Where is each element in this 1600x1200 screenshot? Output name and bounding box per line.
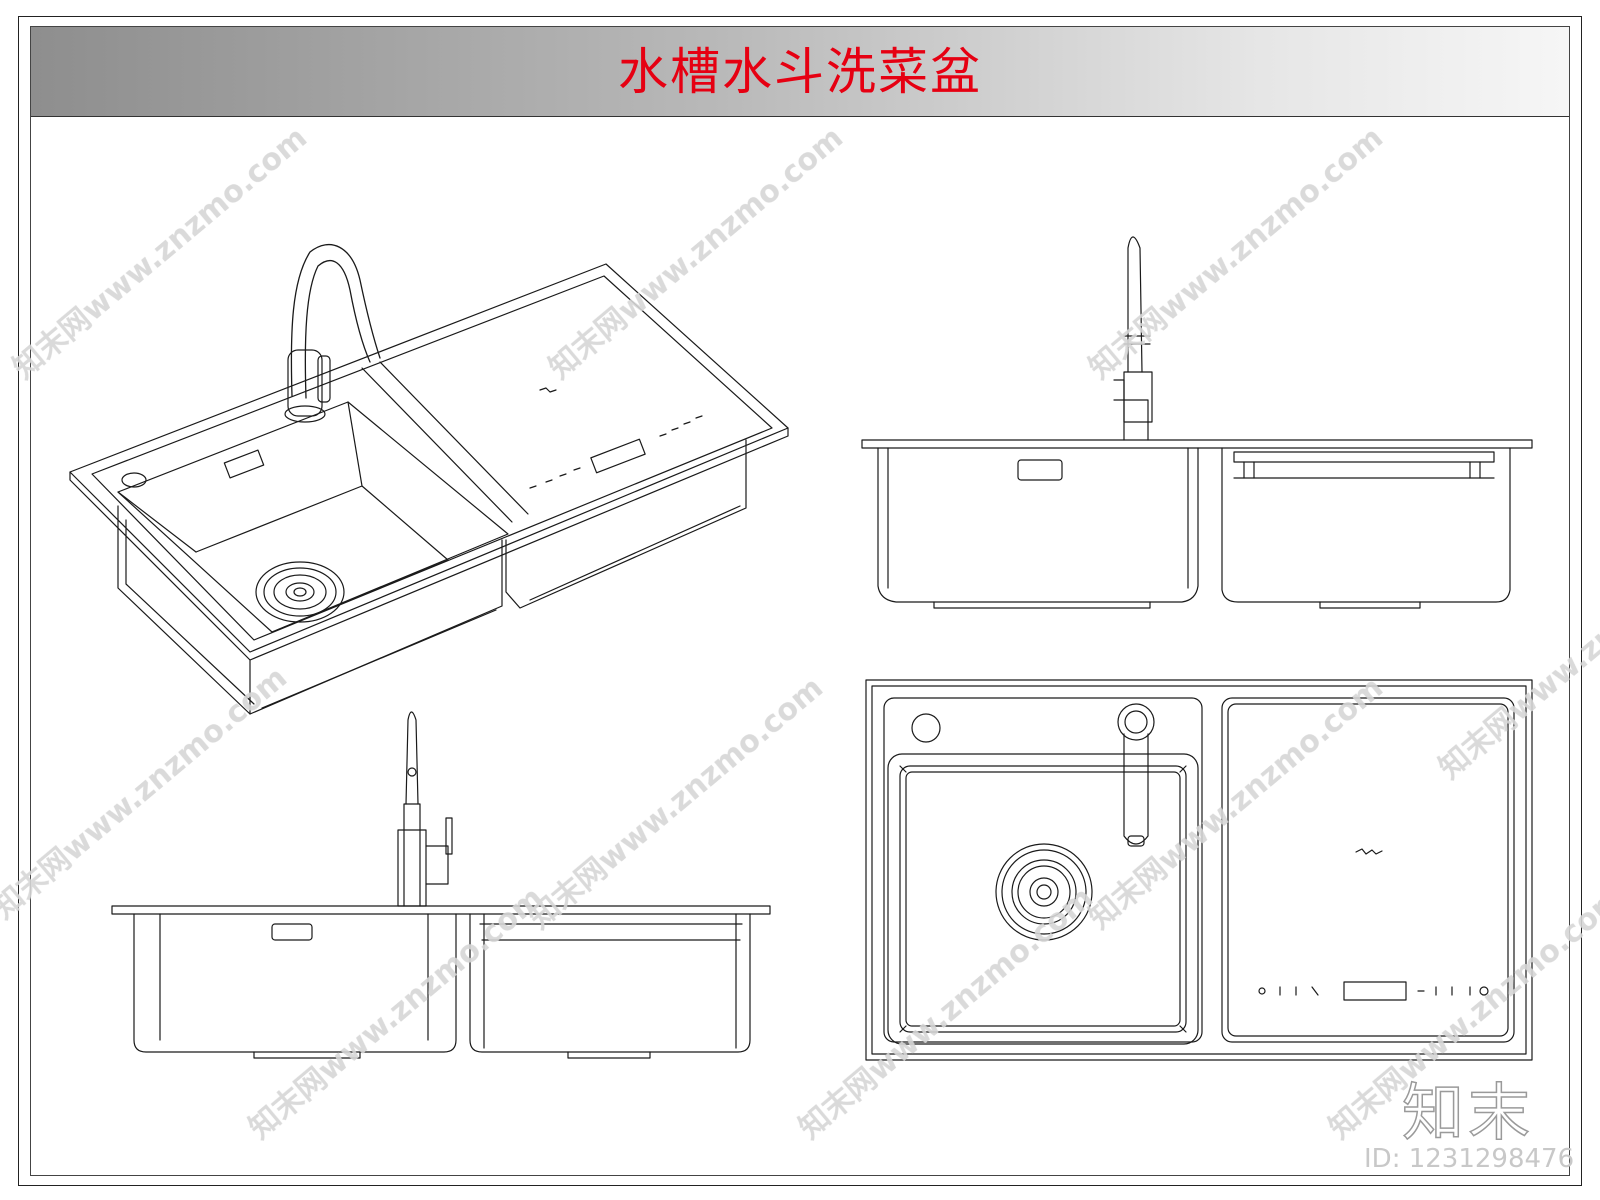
brand-logo: 知末	[1401, 1075, 1535, 1150]
page-title: 水槽水斗洗菜盆	[618, 43, 982, 101]
plan-outer-rim	[865, 679, 1533, 1061]
iso-rim-outer	[69, 263, 789, 653]
watermark-text: 知末网www.znzmo.com	[543, 120, 850, 386]
outer-frame	[18, 16, 1582, 1186]
sink-front-elevation	[111, 711, 771, 1059]
iso-left-basin-opening	[117, 401, 509, 633]
watermark-text: 知末网www.znzmo.com	[1083, 120, 1390, 386]
watermark-text: 知末网www.znzmo.com	[1083, 670, 1390, 936]
inner-frame	[30, 26, 1570, 1176]
control-panel-icon	[529, 387, 703, 489]
sink-plan-view	[865, 679, 1533, 1061]
watermark-text: 知末网www.znzmo.com	[793, 880, 1100, 1146]
front-overflow-slot	[271, 923, 313, 941]
drain-strainer-icon	[255, 561, 345, 623]
watermark-text: 知末网www.znzmo.com	[0, 660, 294, 926]
iso-overflow-slot	[223, 449, 265, 479]
front-countertop-rim	[111, 905, 771, 915]
faucet-icon	[397, 711, 453, 907]
plan-dishwasher-lid	[1221, 697, 1515, 1043]
sink-side-elevation	[861, 236, 1533, 609]
watermark-text: 知末网www.znzmo.com	[243, 880, 550, 1146]
faucet-icon	[1113, 236, 1153, 441]
watermark-text: 知末网www.znzmo.com	[7, 120, 314, 386]
sink-isometric-view	[69, 243, 789, 715]
faucet-icon	[1117, 703, 1155, 847]
image-id-label: ID: 1231298476	[1364, 1144, 1575, 1174]
watermark-text: 知末网www.znzmo.com	[523, 670, 830, 936]
control-panel-icon	[1258, 981, 1489, 1001]
watermark-layer: 知末网www.znzmo.com 知末网www.znzmo.com 知末网www…	[0, 120, 1600, 1146]
faucet-icon	[284, 243, 381, 423]
title-bar: 水槽水斗洗菜盆	[31, 27, 1569, 117]
watermark-text: 知末网www.znzmo.com	[1433, 520, 1600, 786]
iso-rim-inner	[91, 275, 773, 641]
side-countertop-rim	[861, 439, 1533, 449]
drain-strainer-icon	[995, 843, 1093, 941]
